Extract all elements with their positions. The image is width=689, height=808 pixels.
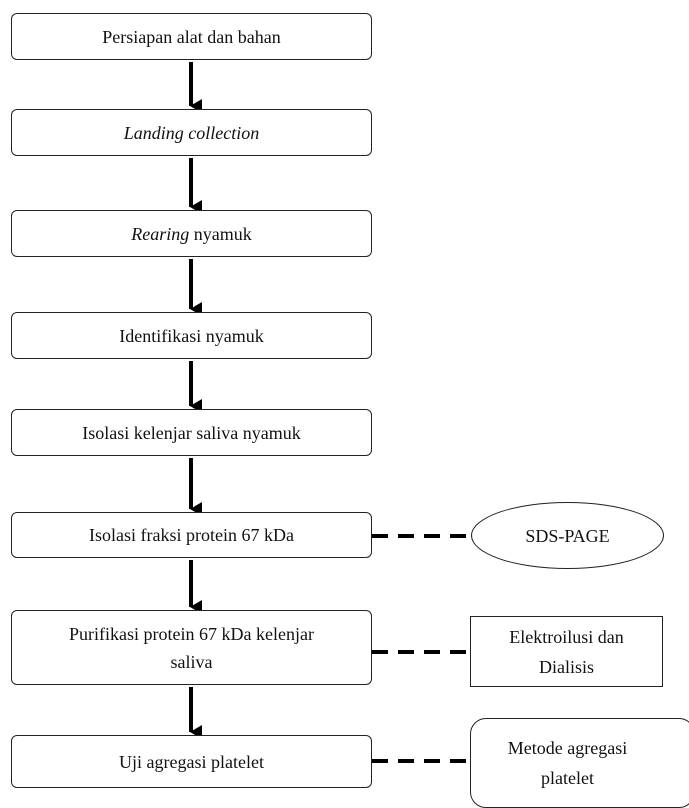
step-4-label: Identifikasi nyamuk [119, 325, 264, 346]
step-6-box: Isolasi fraksi protein 67 kDa [11, 512, 372, 558]
step-7-box: Purifikasi protein 67 kDa kelenjar saliv… [11, 610, 372, 685]
step-8-label: Uji agregasi platelet [119, 751, 264, 772]
step-2-label: Landing collection [123, 122, 260, 143]
dashed-connectors [372, 534, 471, 763]
elektroilusi-box: Elektroilusi dan Dialisis [470, 616, 663, 687]
step-7-label-line2: saliva [170, 651, 213, 672]
step-3-italic-term: Rearing [131, 223, 190, 244]
step-7-label-line1: Purifikasi protein 67 kDa kelenjar [69, 623, 314, 644]
metode-agregasi-label-line2: platelet [541, 768, 594, 788]
step-5-box: Isolasi kelenjar saliva nyamuk [11, 409, 372, 456]
step-1-label: Persiapan alat dan bahan [102, 26, 281, 47]
sds-page-ellipse: SDS-PAGE [471, 502, 664, 569]
step-4-box: Identifikasi nyamuk [11, 312, 372, 359]
step-2-box: Landing collection [11, 109, 372, 156]
step-5-label: Isolasi kelenjar saliva nyamuk [82, 422, 301, 443]
step-1-box: Persiapan alat dan bahan [11, 13, 372, 60]
step-8-box: Uji agregasi platelet [11, 735, 372, 788]
sds-page-label: SDS-PAGE [525, 525, 610, 546]
step-3-label: Rearing nyamuk [131, 220, 252, 248]
elektroilusi-label-line1: Elektroilusi dan [509, 626, 624, 647]
step-3-rest: nyamuk [189, 223, 252, 244]
metode-agregasi-label-line1: Metode agregasi [507, 738, 628, 758]
step-6-label: Isolasi fraksi protein 67 kDa [89, 525, 294, 545]
metode-agregasi-box: Metode agregasi platelet [470, 718, 689, 808]
elektroilusi-label-line2: Dialisis [538, 656, 594, 677]
step-3-box: Rearing nyamuk [11, 210, 372, 257]
